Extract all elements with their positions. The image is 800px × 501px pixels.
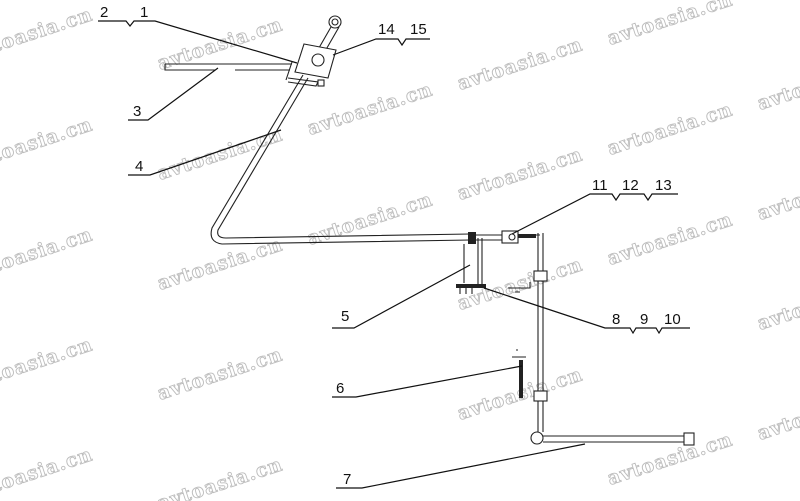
callout-label: 15 <box>410 21 427 38</box>
watermark-text: avtoasia.cn <box>605 209 736 270</box>
callout-6: 6 <box>332 365 523 398</box>
watermark-text: avtoasia.cn <box>605 0 736 50</box>
callout-label: 14 <box>378 21 395 38</box>
watermark-text: avtoasia.cn <box>0 114 96 175</box>
watermark-text: avtoasia.cn <box>155 124 286 185</box>
watermark-text: avtoasia.cn <box>0 4 96 65</box>
part-11-12-13-fitting <box>468 230 540 244</box>
part-1-2-lever-bracket <box>285 15 342 87</box>
callout-label: 7 <box>343 471 351 488</box>
callout-label: 9 <box>640 311 648 328</box>
callout-5: 5 <box>332 264 471 329</box>
watermark-text: avtoasia.cn <box>0 224 96 285</box>
watermark-text: avtoasia.cn <box>305 79 436 140</box>
part-3-rod <box>164 63 292 71</box>
watermark-text: avtoasia.cn <box>155 14 286 75</box>
watermark-text: avtoasia.cn <box>0 444 96 501</box>
callout-label: 5 <box>341 308 349 325</box>
watermark-text: avtoasia.cn <box>605 99 736 160</box>
part-5-bracket <box>456 238 486 294</box>
watermark-text: avtoasia.cn <box>0 334 96 395</box>
watermark-text: avtoasia.cn <box>155 454 286 501</box>
watermark-text: avtoasia.cn <box>755 384 800 445</box>
callout-label: 13 <box>655 177 672 194</box>
watermark-text: avtoasia.cn <box>455 34 586 95</box>
callout-label: 1 <box>140 4 148 21</box>
watermark-text: avtoasia.cn <box>755 164 800 225</box>
callout-label: 12 <box>622 177 639 194</box>
callout-label: 6 <box>336 380 344 397</box>
callout-label: 3 <box>133 103 141 120</box>
callout-label: 10 <box>664 311 681 328</box>
watermark-text: avtoasia.cn <box>155 344 286 405</box>
callout-3: 3 <box>128 67 219 121</box>
callout-4: 4 <box>128 129 282 176</box>
vertical-pipe <box>508 233 548 432</box>
watermark-text: avtoasia.cn <box>755 54 800 115</box>
watermark-text: avtoasia.cn <box>155 234 286 295</box>
part-7-pipe <box>530 431 695 446</box>
callout-label: 8 <box>612 311 620 328</box>
watermark-text: avtoasia.cn <box>755 274 800 335</box>
callout-label: 4 <box>135 158 143 175</box>
callout-14-15: 14 15 <box>332 21 430 56</box>
callout-8-9-10: 8 9 10 <box>483 287 690 335</box>
callout-7: 7 <box>336 443 586 489</box>
callout-label: 11 <box>592 177 608 194</box>
callout-11-12-13: 11 12 13 <box>511 177 678 235</box>
part-4-pipe <box>210 74 471 245</box>
callout-label: 2 <box>100 4 108 21</box>
watermark-text: avtoasia.cn <box>455 144 586 205</box>
watermark-text: avtoasia.cn <box>605 429 736 490</box>
callout-2-1: 2 1 <box>98 4 298 64</box>
part-6-clamp <box>512 349 526 398</box>
